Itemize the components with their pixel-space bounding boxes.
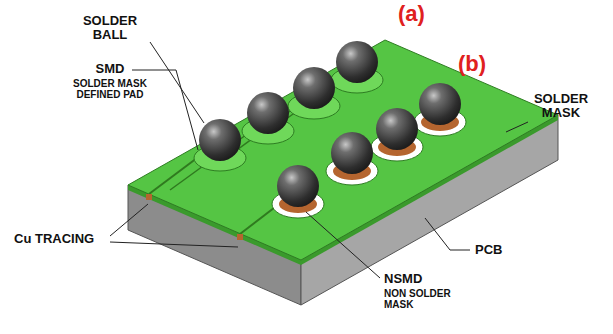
leader-line — [425, 218, 470, 250]
part-label: SOLDER MASK — [530, 92, 592, 121]
leader-line — [110, 204, 148, 236]
solder-ball — [277, 165, 319, 207]
cu-trace-end — [146, 194, 152, 200]
solder-ball — [293, 67, 335, 109]
cu-trace-end — [237, 234, 243, 240]
part-label: SOLDER BALL — [70, 14, 150, 43]
solder-ball — [376, 108, 418, 150]
leader-line — [150, 42, 204, 123]
part-label: NSMD — [384, 272, 422, 286]
solder-ball — [331, 132, 373, 174]
callout-letter: (a) — [398, 2, 425, 26]
solder-ball — [247, 92, 289, 134]
solder-ball — [199, 119, 241, 161]
solder-ball — [419, 83, 461, 125]
solder-mask-surface — [128, 40, 558, 260]
part-note: NON SOLDER MASK — [384, 288, 464, 310]
part-label: PCB — [475, 243, 502, 257]
leader-line — [306, 212, 380, 278]
leader-line — [506, 122, 528, 132]
part-label: Cu TRACING — [14, 232, 94, 246]
leader-line — [110, 242, 238, 247]
solder-ball — [336, 41, 378, 83]
part-note: SOLDER MASK DEFINED PAD — [58, 78, 162, 100]
part-label: SMD — [70, 62, 150, 76]
callout-letter: (b) — [458, 52, 486, 76]
